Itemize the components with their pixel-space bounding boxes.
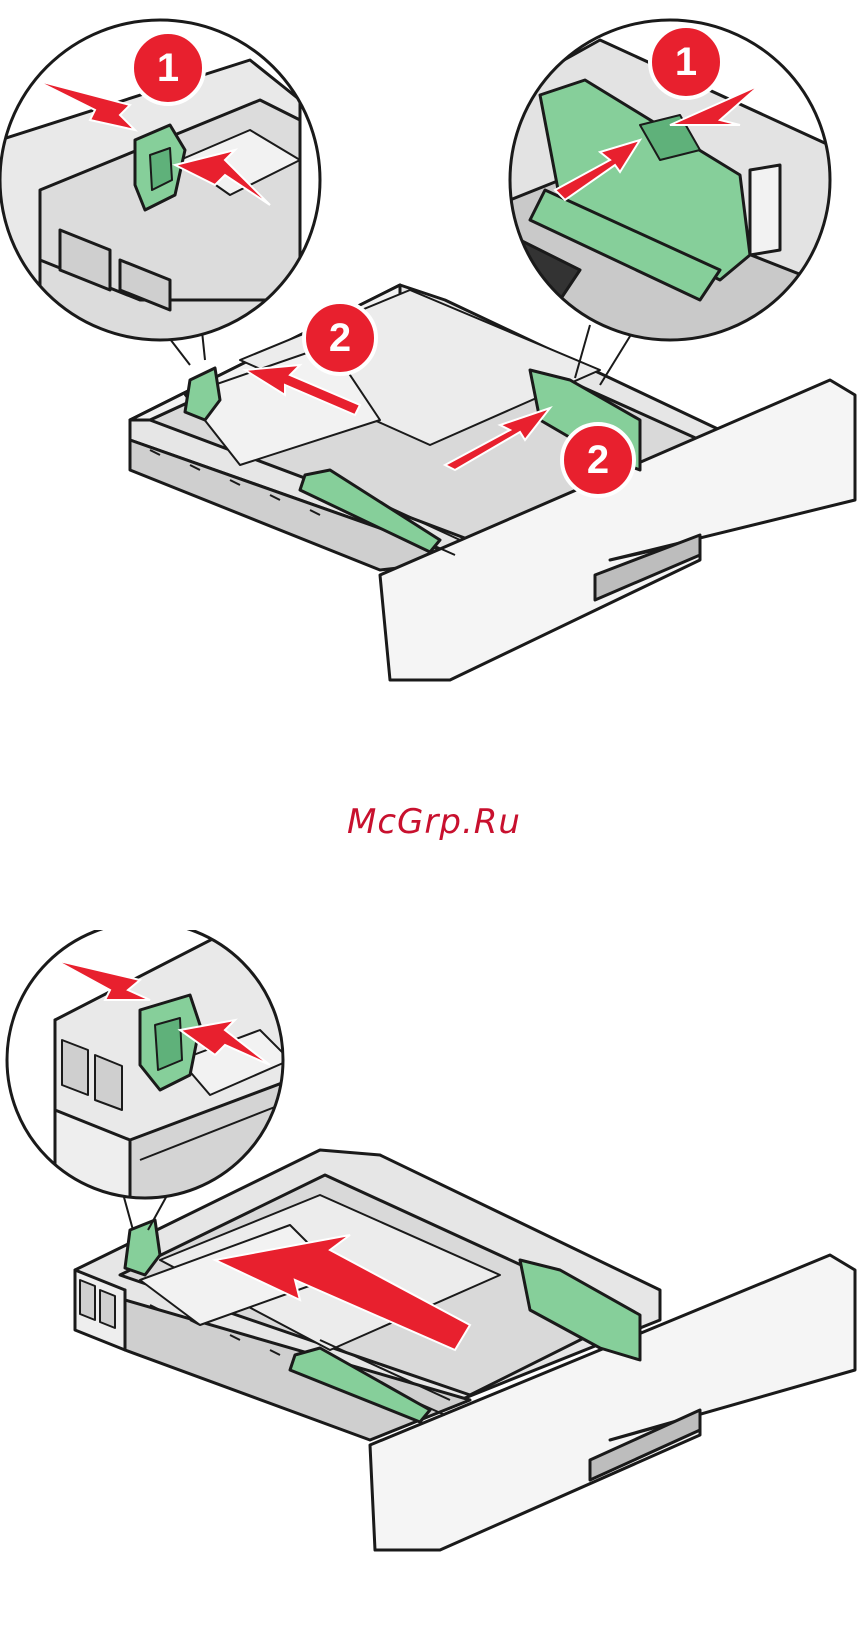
tray-figure-top: 2 2 1 — [0, 0, 868, 720]
paper-tray — [130, 285, 855, 680]
zoom-inset-left — [0, 930, 300, 1210]
zoom-inset-right: 1 — [510, 20, 840, 340]
step-number: 1 — [675, 40, 697, 84]
tray-illustration-top: 2 2 1 — [0, 0, 868, 720]
tray-illustration-bottom — [0, 930, 868, 1650]
step-number: 2 — [587, 438, 609, 482]
paper-tray[interactable] — [75, 1150, 855, 1550]
step-number: 1 — [157, 46, 179, 90]
step-badge-right-guide: 2 — [562, 424, 634, 496]
step-badge-left-guide: 2 — [304, 302, 376, 374]
tray-figure-bottom — [0, 930, 868, 1650]
zoom-inset-left: 1 — [0, 20, 330, 340]
step-badge-right-inset: 1 — [650, 26, 722, 98]
step-number: 2 — [329, 316, 351, 360]
step-badge-left-inset: 1 — [132, 32, 204, 104]
watermark-text: McGrp.Ru — [0, 802, 868, 842]
